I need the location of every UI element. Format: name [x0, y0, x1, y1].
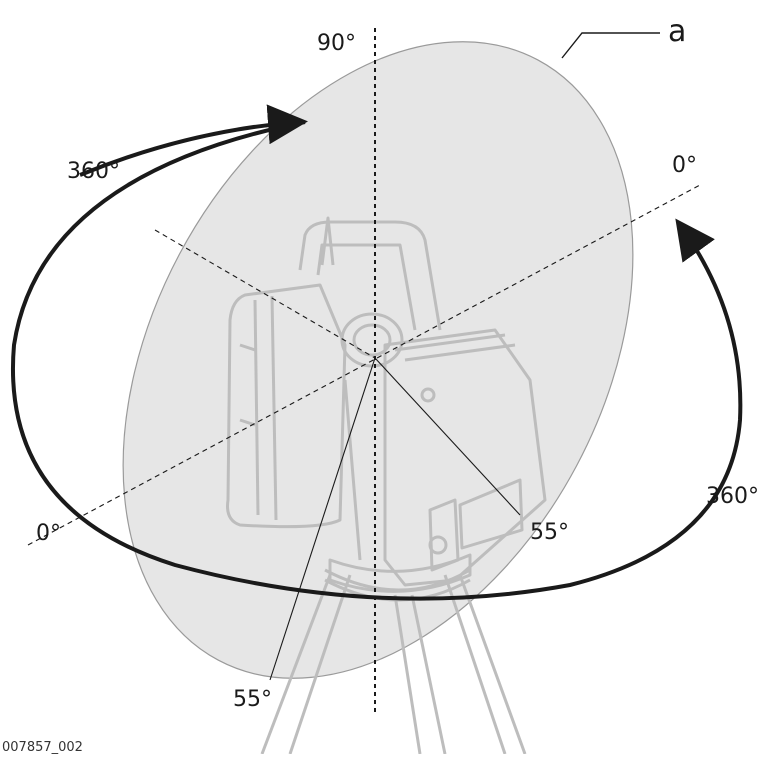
scan-plane-ellipse — [122, 41, 634, 679]
label-55-right: 55° — [530, 520, 569, 545]
label-360-right: 360° — [706, 484, 759, 509]
plane-axis — [154, 229, 376, 359]
horizontal-rotation-arrow — [11, 104, 743, 601]
label-360-left: 360° — [67, 159, 120, 184]
horizontal-axis-0-0 — [27, 184, 701, 546]
label-55-bottom: 55° — [233, 687, 272, 712]
laser-scanner-instrument — [226, 216, 547, 593]
tripod — [260, 568, 527, 755]
label-0-upper-right: 0° — [672, 153, 697, 178]
figure-id: 007857_002 — [2, 740, 83, 754]
callout-letter-a: a — [668, 14, 686, 49]
fov-limit-lines — [269, 357, 521, 681]
label-0-lower-left: 0° — [36, 521, 61, 546]
reference-axes — [27, 28, 701, 715]
label-90-degrees: 90° — [317, 31, 356, 56]
callout-leader-a — [561, 32, 660, 59]
